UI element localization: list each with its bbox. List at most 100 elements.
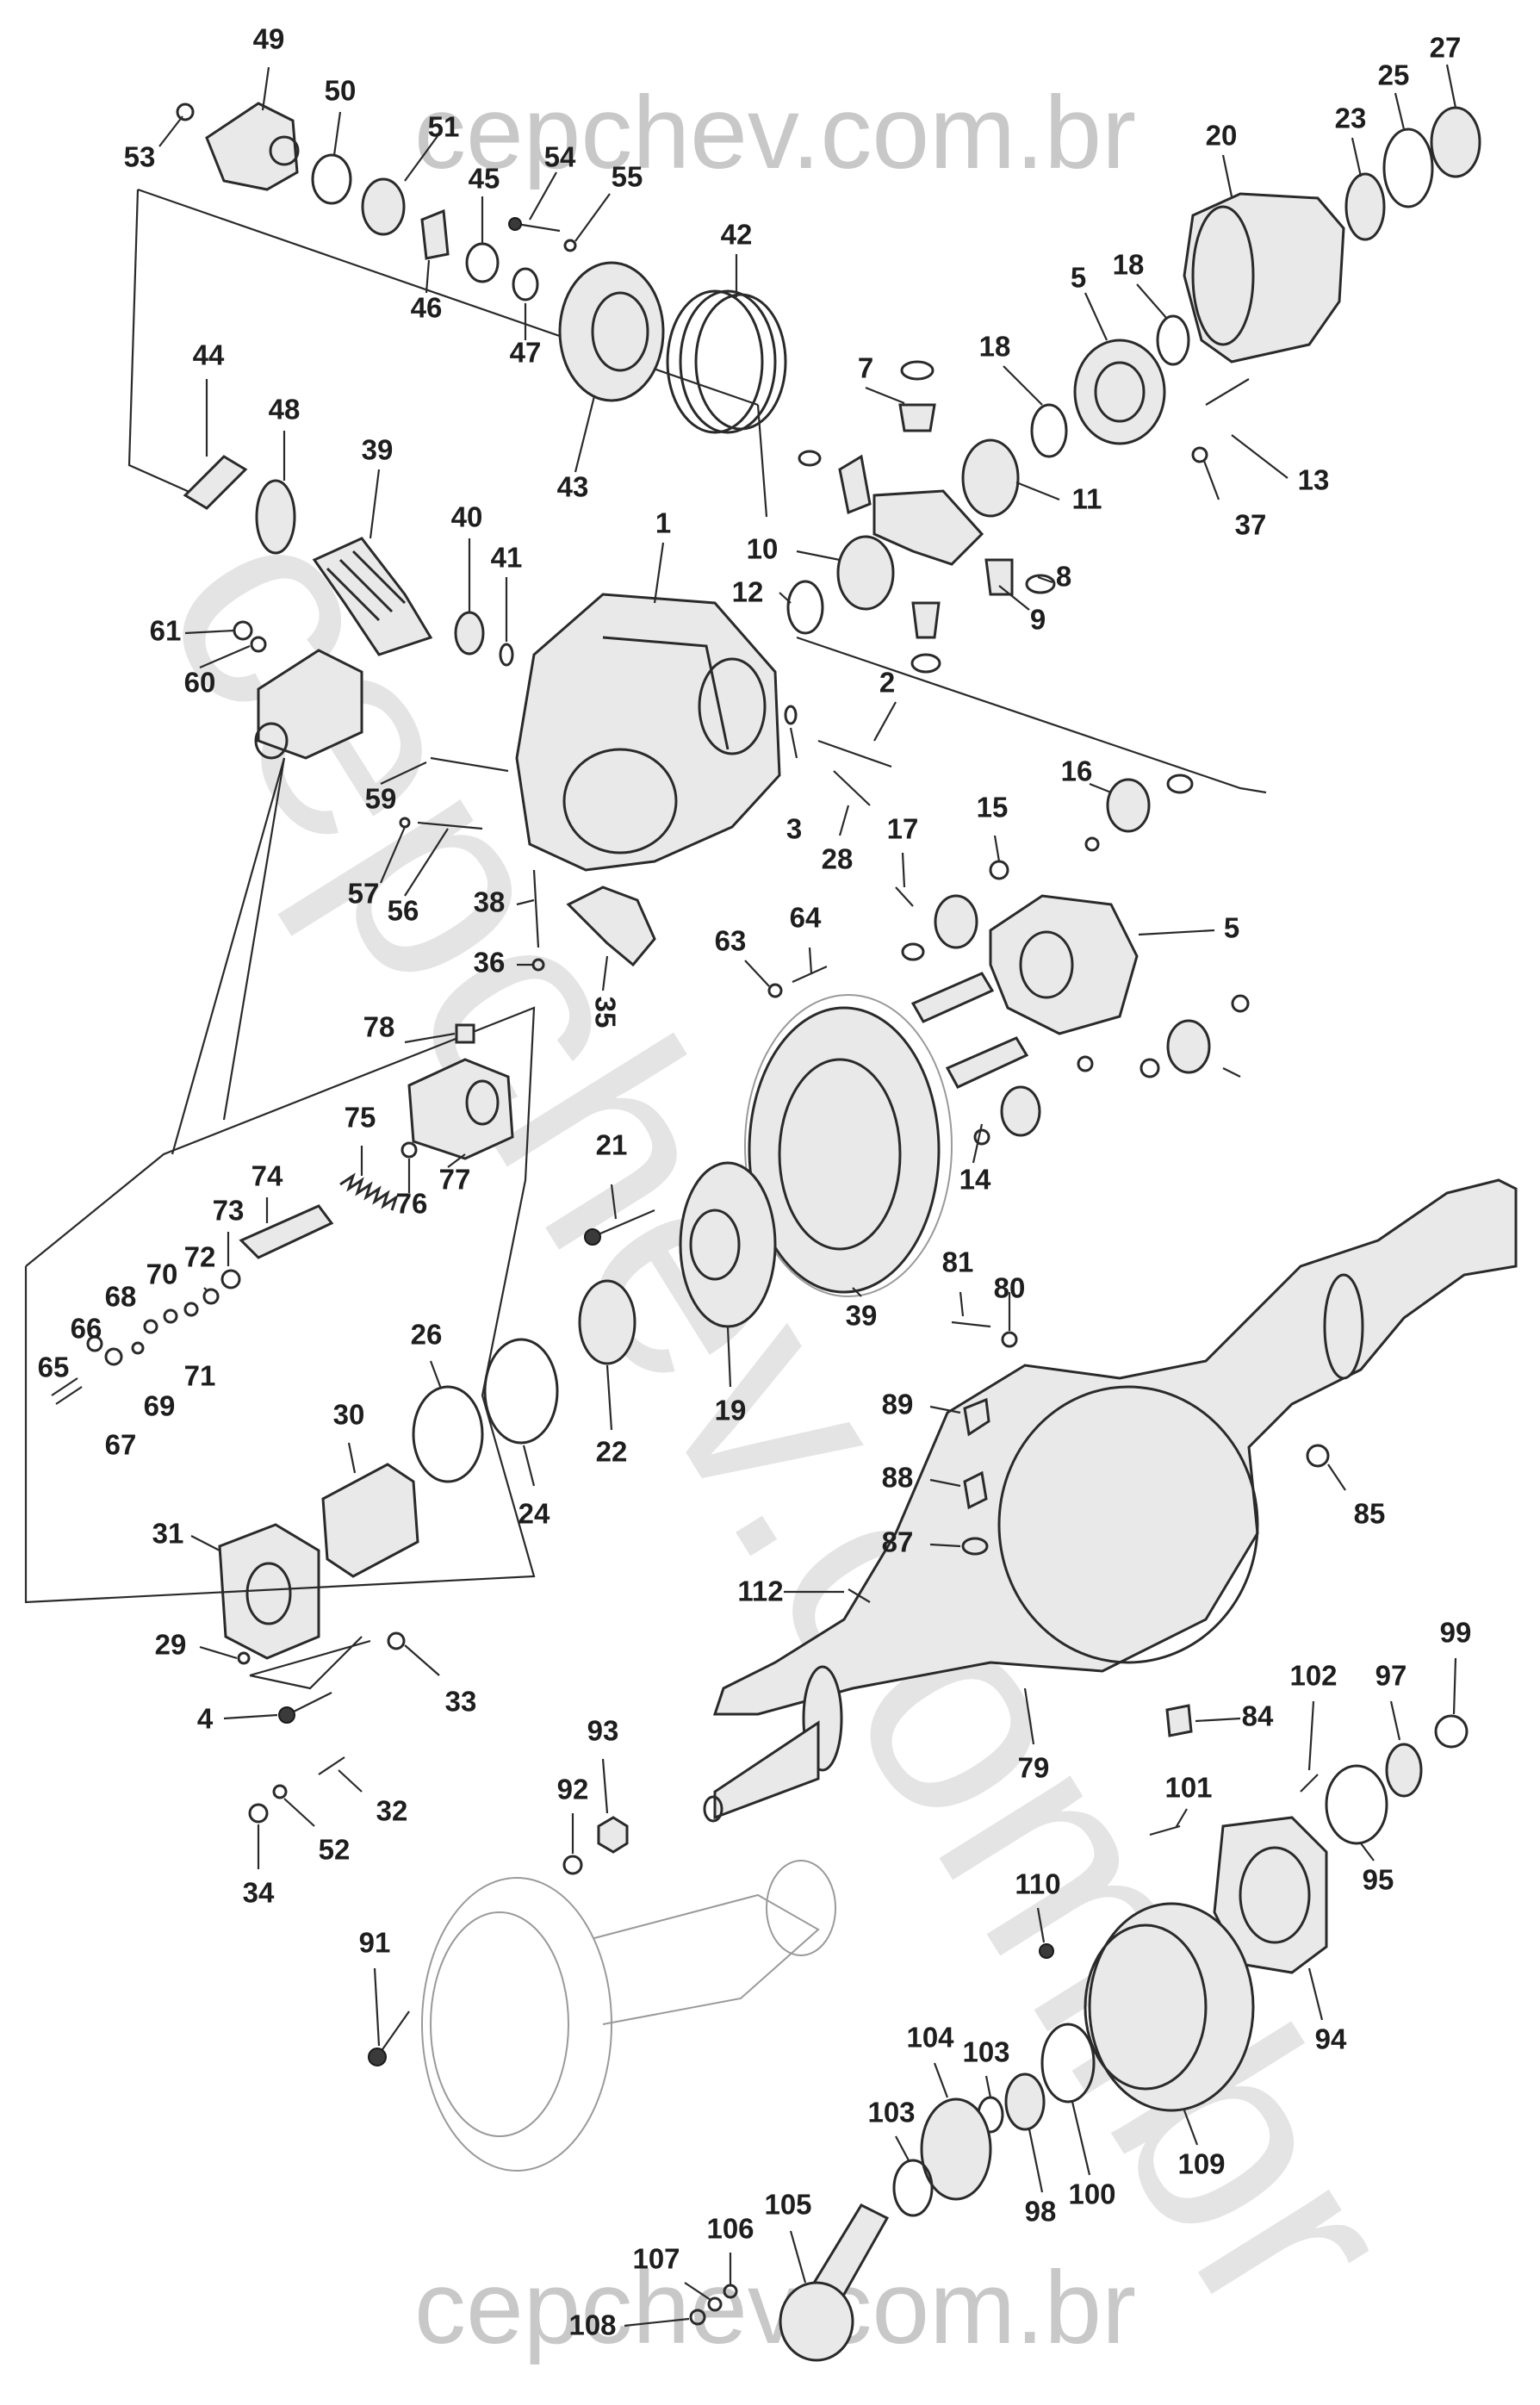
washer-63 — [767, 983, 783, 998]
bolt-91-head — [368, 2048, 387, 2066]
stud-32 — [318, 1756, 345, 1775]
diff-bracket-line — [796, 636, 1267, 794]
part-label-55: 55 — [612, 161, 643, 193]
part-label-29: 29 — [155, 1629, 187, 1661]
axle-housing-group — [703, 1178, 1518, 1823]
part-label-46: 46 — [411, 292, 443, 324]
part-label-30: 30 — [333, 1399, 365, 1431]
part-label-16: 16 — [1061, 755, 1093, 787]
bearing-cap — [566, 886, 656, 967]
gasket-87 — [961, 1537, 989, 1556]
carrier-bore-front — [562, 748, 678, 854]
part-label-57: 57 — [348, 878, 380, 910]
part-label-17: 17 — [887, 813, 919, 845]
ring-72 — [202, 1288, 220, 1305]
pinion-bearing-cup — [361, 177, 406, 236]
part-label-54: 54 — [544, 141, 576, 173]
part-label-41: 41 — [491, 542, 523, 574]
part-label-44: 44 — [193, 339, 225, 371]
nut-108 — [689, 2309, 706, 2326]
part-label-59: 59 — [365, 783, 397, 815]
plug-85 — [1306, 1444, 1330, 1468]
part-label-98: 98 — [1025, 2196, 1057, 2228]
wheel-end-group — [689, 1714, 1469, 2362]
bolt-91 — [378, 2010, 410, 2055]
cage-shim-pack-3 — [694, 293, 787, 431]
bearing-cup-right — [1430, 106, 1481, 178]
inset-callout-line — [171, 757, 286, 1155]
part-label-99: 99 — [1440, 1617, 1472, 1649]
side-gear-2 — [836, 535, 895, 611]
diff-case-plain-bore — [1094, 361, 1146, 423]
ring-67 — [104, 1347, 123, 1366]
part-label-88: 88 — [882, 1462, 914, 1494]
pinion-washer-left — [798, 450, 822, 467]
part-label-63: 63 — [715, 925, 747, 957]
inset-border — [24, 1006, 536, 1604]
watermark-top: cepchev.com.br — [414, 75, 1136, 190]
washer-80 — [1001, 1331, 1018, 1348]
part-label-65: 65 — [38, 1352, 70, 1383]
diff-pinion-right — [984, 558, 1014, 596]
part-label-34: 34 — [243, 1877, 275, 1909]
spider — [872, 489, 984, 566]
part-label-21: 21 — [596, 1129, 628, 1161]
part-label-13: 13 — [1298, 464, 1330, 496]
washer-16 — [1166, 774, 1194, 794]
stud-2 — [833, 770, 871, 806]
part-label-9: 9 — [1030, 604, 1046, 636]
part-label-106: 106 — [706, 2213, 754, 2245]
pin-64 — [792, 965, 828, 984]
part-label-32: 32 — [376, 1795, 408, 1827]
cap-bolt — [532, 869, 540, 948]
cage-shim-pack — [666, 289, 764, 434]
bracket-30-33 — [249, 1636, 371, 1690]
brake-drum-inner — [1084, 1923, 1208, 2091]
washer-right — [1139, 1058, 1160, 1078]
part-label-39-pinion: 39 — [362, 434, 394, 466]
part-label-64: 64 — [790, 902, 822, 934]
part-label-79: 79 — [1018, 1752, 1050, 1784]
inset-callout-line-2 — [222, 757, 286, 1121]
pinion-cage-bore — [591, 291, 649, 372]
part-label-77: 77 — [439, 1164, 471, 1196]
pinion-gear-left — [934, 894, 978, 949]
axle-housing — [712, 1178, 1518, 1716]
bearing-cone-97 — [1385, 1743, 1423, 1798]
vent — [455, 1023, 475, 1044]
washer-52 — [272, 1784, 288, 1799]
shim — [512, 267, 539, 301]
part-label-5-top: 5 — [1071, 262, 1086, 294]
part-label-39-ring-gear: 39 — [846, 1300, 878, 1332]
bearing-cup-95 — [1325, 1764, 1388, 1845]
snap-ring — [499, 643, 514, 667]
washer-16b — [1084, 836, 1100, 852]
input-gear — [321, 1463, 419, 1578]
part-label-47: 47 — [510, 337, 542, 369]
pin-17 — [895, 886, 914, 907]
thrust-washer — [1156, 314, 1190, 366]
pinion-gear-right — [1166, 1019, 1211, 1074]
part-label-18-top: 18 — [1113, 249, 1145, 281]
pinion-cage — [558, 261, 665, 402]
bearing-cone-right — [1344, 172, 1386, 241]
part-label-102: 102 — [1289, 1660, 1337, 1692]
bearing-cone-22 — [578, 1279, 636, 1365]
part-label-49: 49 — [253, 23, 285, 55]
part-label-25: 25 — [1378, 59, 1410, 91]
bolt-4-head — [278, 1706, 295, 1724]
part-label-2: 2 — [879, 667, 895, 699]
part-label-45: 45 — [469, 163, 500, 195]
cage-shim-pack-2 — [679, 289, 777, 434]
washer-left — [901, 942, 925, 961]
diff-case-plain-half — [1073, 339, 1166, 445]
screw-112 — [848, 1588, 871, 1603]
flange-yoke — [205, 102, 299, 191]
part-label-91: 91 — [359, 1927, 391, 1959]
part-label-28: 28 — [822, 843, 854, 875]
ring-70 — [183, 1302, 199, 1317]
stud-101 — [1149, 1824, 1181, 1836]
part-label-78: 78 — [363, 1011, 395, 1043]
washer-14b — [1077, 1055, 1094, 1072]
part-label-97: 97 — [1375, 1660, 1407, 1692]
